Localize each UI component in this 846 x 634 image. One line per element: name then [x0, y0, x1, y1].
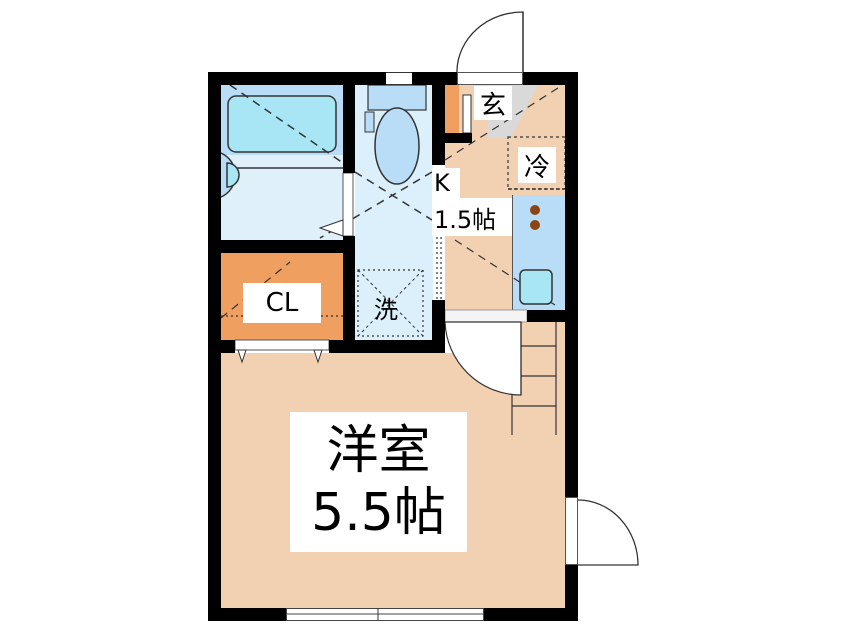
- wall-left: [208, 72, 221, 621]
- entrance-label: 玄: [474, 86, 512, 121]
- wall-right-upper: [565, 72, 578, 497]
- wall-bottom-left: [208, 608, 286, 621]
- wall-cl-bottom-right: [329, 340, 445, 353]
- entry-door-frame: [457, 72, 523, 85]
- wall-stair-top: [527, 310, 565, 322]
- western-room-name: 洋室: [326, 421, 431, 481]
- wall-bath-cl: [221, 240, 343, 253]
- wall-bath-toilet-lower: [343, 236, 355, 353]
- right-door-frame: [565, 497, 578, 565]
- wall-top-mid: [412, 72, 457, 85]
- kitchen-name-label: K: [432, 168, 460, 198]
- wall-entry-step: [445, 133, 472, 143]
- closet-label: CL: [243, 283, 321, 323]
- refrigerator-label: 冷: [518, 147, 556, 183]
- wall-toilet-kitchen-top: [432, 85, 445, 165]
- western-room-label: 洋室 5.5帖: [290, 412, 467, 552]
- wall-right-lower: [565, 565, 578, 621]
- wall-bottom-right: [484, 608, 578, 621]
- window-top-toilet: [386, 72, 412, 85]
- wall-top-left: [208, 72, 386, 85]
- wall-toilet-kitchen-bottom: [432, 300, 445, 353]
- wall-top-right: [523, 72, 578, 85]
- kitchen-size-label: 1.5帖: [432, 198, 512, 236]
- western-room-size: 5.5帖: [311, 483, 446, 543]
- wall-bath-toilet: [343, 85, 355, 173]
- washer-label: 洗: [374, 295, 398, 324]
- wall-cl-bottom: [221, 340, 235, 353]
